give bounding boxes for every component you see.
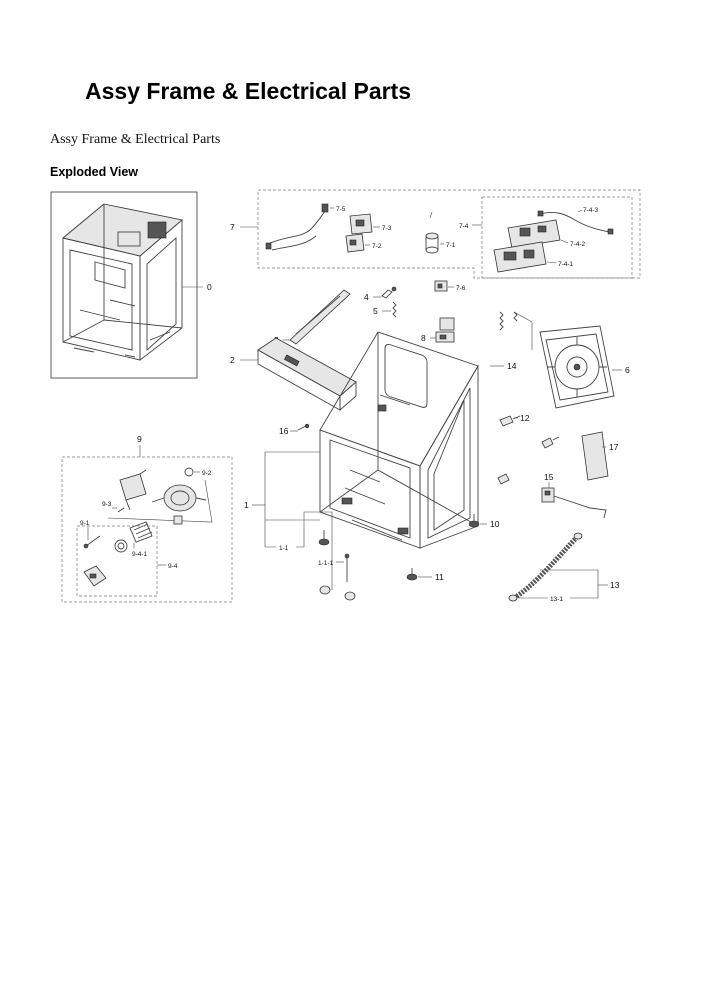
label-13: 13 [610, 580, 620, 590]
label-1-1: 1-1 [279, 545, 289, 552]
part-17-pad [581, 431, 609, 481]
page-subtitle: Assy Frame & Electrical Parts [50, 132, 221, 147]
part-7-5-wire-harness [265, 203, 329, 251]
part-9-3-clamp [117, 507, 125, 513]
label-7-5: 7-5 [336, 206, 346, 213]
part-9-4-1-filter [114, 521, 153, 553]
label-7-4-2: 7-4-2 [570, 241, 586, 248]
part-12-bolt [499, 415, 521, 427]
label-16: 16 [279, 426, 289, 436]
label-9-3: 9-3 [102, 501, 112, 508]
label-7-4-3: 7-4-3 [583, 207, 599, 214]
part-9-4-pump-motor [83, 565, 107, 587]
part-0-assembled-frame [50, 191, 198, 379]
label-8: 8 [421, 333, 426, 343]
part-10-leveling-foot [468, 514, 480, 528]
label-2: 2 [230, 355, 235, 365]
part-9-2-ring [184, 467, 194, 477]
label-0: 0 [207, 282, 212, 292]
section-heading: Exploded View [50, 165, 138, 179]
part-1-1-foot [318, 530, 330, 546]
part-6-rear-frame [539, 325, 615, 409]
label-6: 6 [625, 365, 630, 375]
part-7-1-filter [425, 232, 439, 254]
part-1-1-1-bolt [344, 553, 350, 582]
part-14-spring [499, 311, 533, 350]
part-4-clip [381, 286, 397, 299]
part-8-connector [435, 317, 455, 343]
part-5-spring [392, 301, 397, 318]
label-9-4: 9-4 [168, 563, 178, 570]
part-9-1-screw [83, 535, 101, 549]
part-13-drain-hose [508, 532, 583, 602]
group-7-4-boundary [481, 196, 633, 279]
part-15-valve [541, 487, 607, 519]
label-9-1: 9-1 [80, 520, 90, 527]
label-7-4-1: 7-4-1 [558, 261, 574, 268]
label-7-6: 7-6 [456, 285, 466, 292]
label-9-2: 9-2 [202, 470, 212, 477]
label-7-1: 7-1 [446, 242, 456, 249]
part-16-screw [297, 423, 310, 431]
part-9-pump-housing [119, 469, 207, 512]
label-9: 9 [137, 434, 142, 444]
part-feet-pair [319, 585, 356, 601]
part-7-4-3-wire [537, 210, 614, 235]
label-14: 14 [507, 361, 517, 371]
label-4: 4 [364, 292, 369, 302]
label-15: 15 [544, 472, 554, 482]
label-13-1: 13-1 [550, 596, 563, 603]
label-9-4-1: 9-4-1 [132, 551, 148, 558]
label-1: 1 [244, 500, 249, 510]
page-title: Assy Frame & Electrical Parts [85, 78, 412, 104]
group-9-boundary [61, 456, 233, 603]
label-7-4: 7-4 [459, 223, 469, 230]
part-3-top-bracket [289, 289, 351, 345]
label-5: 5 [373, 306, 378, 316]
label-7-3: 7-3 [382, 225, 392, 232]
part-7-4-2-pcb-upper [507, 219, 561, 249]
part-7-3-switch [349, 213, 373, 235]
label-11: 11 [435, 572, 444, 582]
part-11-leveling-foot [406, 568, 418, 581]
part-9-4-cap [173, 515, 183, 525]
group-7-boundary [257, 189, 641, 279]
part-bolt-3 [497, 473, 510, 485]
part-2-front-top-panel [257, 337, 357, 411]
label-7-2: 7-2 [372, 243, 382, 250]
label-7: 7 [230, 222, 235, 232]
label-10: 10 [490, 519, 500, 529]
label-17: 17 [609, 442, 619, 452]
label-12: 12 [520, 413, 530, 423]
part-7-2-relay [345, 233, 365, 253]
part-bolt-2 [541, 436, 560, 449]
label-1-1-1: 1-1-1 [318, 560, 334, 567]
part-7-6-sensor [434, 280, 448, 292]
group-9-4-boundary [76, 525, 158, 597]
part-7-4-1-pcb-lower [493, 241, 547, 273]
part-1-main-frame [319, 331, 479, 549]
